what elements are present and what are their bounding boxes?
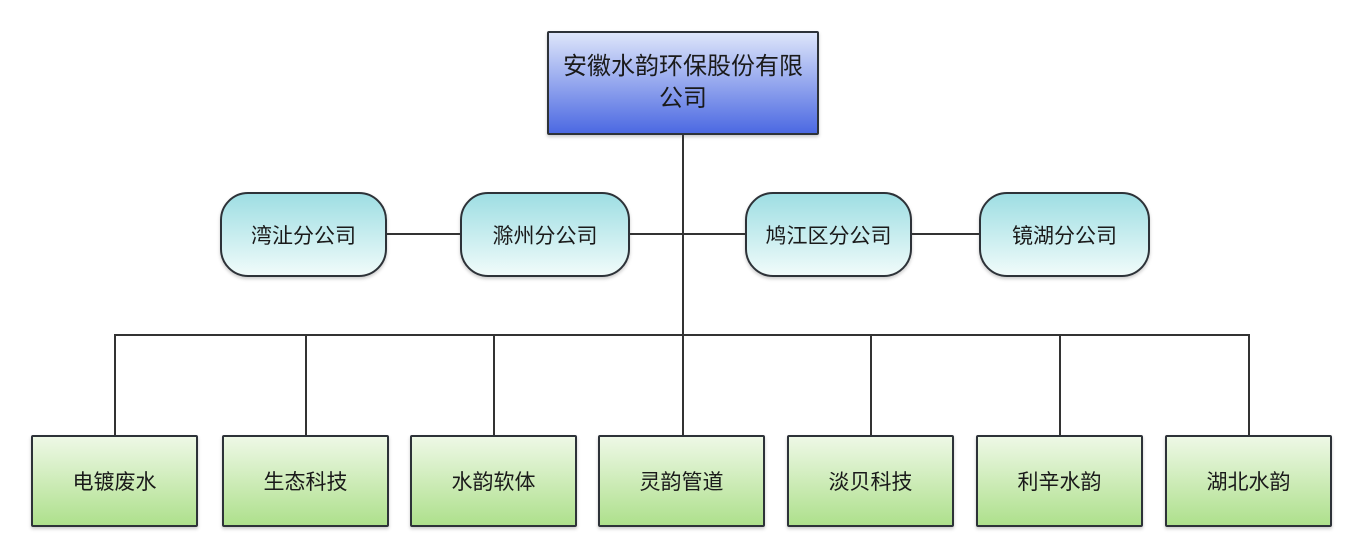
org-node-branch-label: 湾沚分公司 [251, 224, 356, 248]
org-node-branch-jinghu[interactable]: 镜湖分公司 [979, 192, 1150, 277]
org-node-branch-label: 镜湖分公司 [1012, 224, 1117, 248]
connector-branch-0-1 [387, 233, 460, 235]
org-node-sub-label: 电镀废水 [72, 471, 157, 494]
connector-drop-sub-6 [1247, 334, 1250, 435]
connector-drop-sub-5 [1058, 334, 1061, 435]
org-node-branch-jiujiangqu[interactable]: 鸠江区分公司 [745, 192, 912, 277]
org-node-sub-shuiyunruanti[interactable]: 水韵软体 [410, 435, 577, 527]
org-node-sub-label: 生态科技 [263, 471, 348, 494]
org-node-sub-diandufeishui[interactable]: 电镀废水 [31, 435, 198, 527]
connector-root-trunk [682, 135, 684, 435]
org-node-sub-label: 湖北水韵 [1206, 471, 1291, 494]
connector-drop-sub-0 [113, 334, 116, 435]
connector-subsidiary-bus [114, 334, 1249, 336]
org-node-sub-label: 灵韵管道 [639, 471, 724, 494]
org-node-sub-label: 淡贝科技 [828, 471, 913, 494]
org-node-sub-danbeikeji[interactable]: 淡贝科技 [787, 435, 954, 527]
org-node-sub-label: 利辛水韵 [1017, 471, 1102, 494]
org-node-branch-wanzhi[interactable]: 湾沚分公司 [220, 192, 387, 277]
org-node-root[interactable]: 安徽水韵环保股份有限公司 [547, 31, 819, 135]
org-node-sub-hubeishuiyun[interactable]: 湖北水韵 [1165, 435, 1332, 527]
org-node-sub-lingyunguandao[interactable]: 灵韵管道 [598, 435, 765, 527]
org-node-sub-lixinshuiyun[interactable]: 利辛水韵 [976, 435, 1143, 527]
org-node-branch-chuzhou[interactable]: 滁州分公司 [460, 192, 630, 277]
connector-drop-sub-2 [492, 334, 495, 435]
org-node-branch-label: 鸠江区分公司 [765, 224, 892, 248]
org-node-sub-shengtaikeji[interactable]: 生态科技 [222, 435, 389, 527]
org-node-root-label: 安徽水韵环保股份有限公司 [563, 52, 803, 112]
connector-branch-1-2 [630, 233, 745, 235]
org-node-sub-label: 水韵软体 [451, 471, 536, 494]
org-node-branch-label: 滁州分公司 [492, 224, 598, 248]
connector-drop-sub-4 [869, 334, 872, 435]
connector-drop-sub-1 [304, 334, 307, 435]
connector-branch-2-3 [912, 233, 979, 235]
